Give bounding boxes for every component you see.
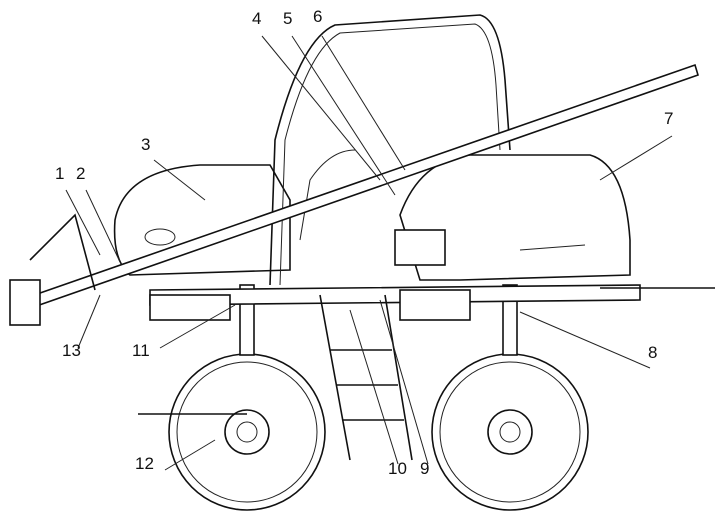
- cab-frame: [269, 14, 511, 286]
- callout-1: 1: [55, 164, 65, 183]
- callout-11: 11: [132, 341, 150, 360]
- spray-tank: [113, 164, 291, 276]
- callout-6: 6: [313, 7, 323, 26]
- front-wheel: [431, 353, 589, 511]
- callout-10: 10: [388, 459, 407, 478]
- callout-leaders: [65, 35, 673, 471]
- ladder: [319, 294, 413, 461]
- callout-7: 7: [664, 109, 674, 128]
- callout-13: 13: [62, 341, 81, 360]
- engine-hood: [399, 154, 631, 281]
- callout-9: 9: [420, 459, 430, 478]
- callout-5: 5: [283, 9, 293, 28]
- chassis: [149, 284, 715, 321]
- callout-4: 4: [252, 9, 262, 28]
- callout-12: 12: [135, 454, 154, 473]
- callout-2: 2: [76, 164, 86, 183]
- callout-8: 8: [648, 343, 658, 362]
- pump: [394, 229, 446, 266]
- callout-3: 3: [141, 135, 151, 154]
- spray-boom: [9, 63, 699, 326]
- rear-wheel: [168, 353, 326, 511]
